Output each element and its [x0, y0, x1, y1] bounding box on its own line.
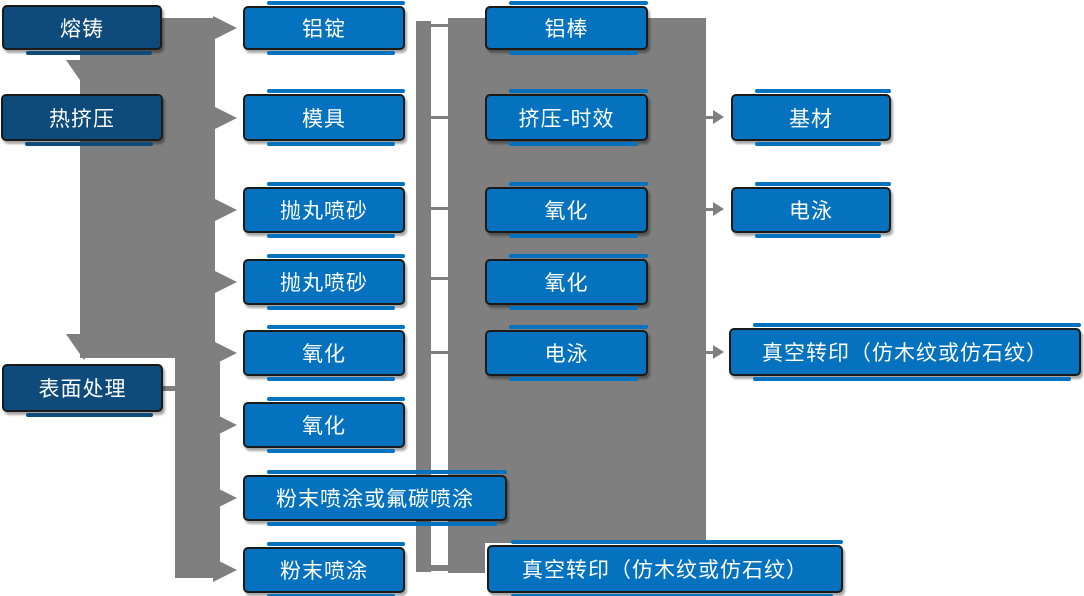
node-melting-casting: 熔铸: [2, 5, 162, 55]
node-extrusion-aging: 挤压-时效: [485, 89, 648, 146]
connector-thin-hline-row2: [431, 116, 448, 119]
node-oxidation-3: 氧化: [485, 182, 648, 238]
node-aluminum-rod: 铝棒: [485, 1, 648, 55]
connector-thin-hline-row3: [431, 207, 448, 210]
connector-bar-left-top: [80, 18, 215, 358]
node-powder-coating: 粉末喷涂: [243, 542, 405, 596]
connector-stub-surface-treatment: [161, 386, 177, 391]
connector-thin-hline-row5: [431, 351, 448, 354]
connector-thin-hline-row1: [431, 24, 448, 27]
node-shot-blasting-1: 抛丸喷砂: [243, 182, 405, 238]
node-mold: 模具: [243, 89, 405, 146]
node-base-material: 基材: [731, 89, 891, 146]
node-shot-blasting-2: 抛丸喷砂: [243, 254, 405, 310]
arrow-right-icon-row7: [213, 486, 237, 510]
arrow-right-icon-row3: [213, 198, 237, 222]
arrow-right-icon-row1: [213, 16, 237, 40]
node-hot-extrusion: 热挤压: [1, 94, 163, 146]
node-vacuum-transfer-printing-bottom: 真空转印（仿木纹或仿石纹）: [487, 540, 843, 596]
node-oxidation-1: 氧化: [243, 325, 405, 381]
node-surface-treatment: 表面处理: [2, 364, 163, 417]
connector-thin-vertical-line: [416, 21, 431, 572]
node-vacuum-transfer-printing-right: 真空转印（仿木纹或仿石纹）: [729, 323, 1081, 381]
connector-stub-bottom: [431, 565, 448, 571]
arrow-right-icon-to-vacuum-transfer: [705, 345, 724, 359]
arrow-right-icon-row8: [213, 558, 237, 582]
arrow-right-icon-row6: [213, 413, 237, 437]
node-electrophoresis-2: 电泳: [731, 182, 891, 238]
arrow-right-icon-to-electrophoresis: [705, 202, 724, 216]
connector-block-middle-lower-strip: [448, 540, 485, 573]
node-powder-or-fluorocarbon-coating: 粉末喷涂或氟碳喷涂: [243, 470, 507, 526]
connector-bar-left-bottom: [175, 352, 220, 578]
node-aluminum-ingot: 铝锭: [243, 1, 405, 55]
node-oxidation-4: 氧化: [485, 254, 648, 310]
node-oxidation-2: 氧化: [243, 397, 405, 453]
arrow-down-icon-to-surface-treatment: [66, 334, 102, 360]
node-electrophoresis-1: 电泳: [485, 325, 648, 381]
arrow-down-icon-to-hot-extrusion: [66, 60, 102, 86]
arrow-right-icon-row5: [213, 341, 237, 365]
connector-thin-hline-row4: [431, 277, 448, 280]
arrow-right-icon-to-base-material: [705, 110, 724, 124]
arrow-right-icon-row2: [213, 106, 237, 130]
arrow-right-icon-row4: [213, 270, 237, 294]
